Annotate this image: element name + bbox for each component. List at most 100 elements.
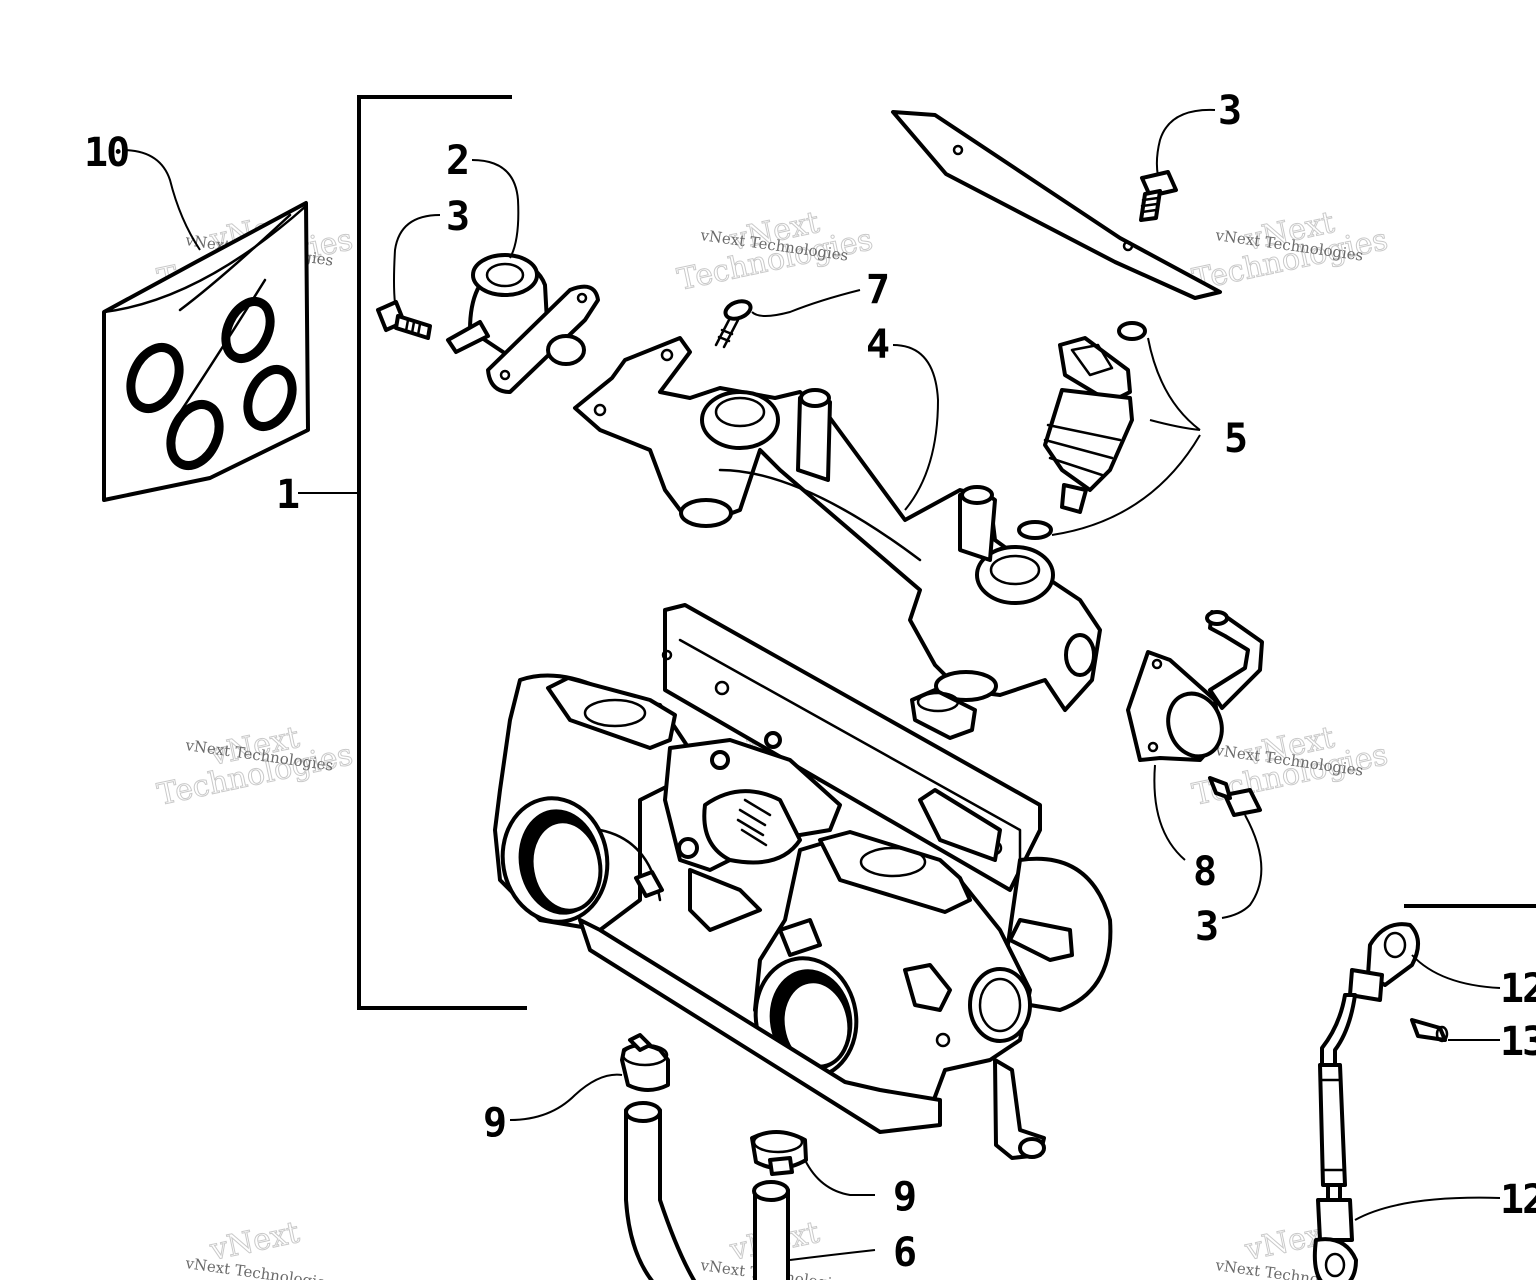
hose-right-end	[752, 1180, 790, 1202]
leader-12a	[1411, 954, 1501, 989]
sensor-part	[1126, 610, 1264, 762]
callout-9-right: 9	[893, 1174, 915, 1220]
leader-5c	[1051, 434, 1201, 536]
o-ring-4	[243, 365, 297, 431]
injector-o-ring-bottom	[1017, 520, 1053, 540]
callout-3-left: 3	[446, 194, 468, 240]
clamp-2-tab	[768, 1156, 794, 1176]
rail-mount-hole-2	[660, 348, 674, 362]
right-body-screw	[935, 1032, 951, 1048]
gasket-bag-crease	[173, 278, 267, 422]
cable-top-crimp	[1348, 968, 1384, 1002]
callout-3-right: 3	[1195, 904, 1217, 950]
cable-top-eyelet-hole	[1383, 931, 1407, 959]
hose-part	[624, 1101, 790, 1285]
ground-cable-part	[1312, 922, 1449, 1285]
fuel-rail-part	[573, 336, 1102, 712]
hose-left-end	[624, 1101, 662, 1123]
sensor-hole-1	[1151, 658, 1163, 670]
regulator-boss	[546, 334, 586, 366]
left-bore-inner	[529, 819, 603, 913]
cable-top-eyelet	[1366, 922, 1420, 987]
callout-6: 6	[893, 1230, 915, 1276]
bolt-left-part	[376, 300, 432, 340]
plate-hole-1	[952, 144, 964, 156]
o-ring-1	[126, 343, 184, 413]
right-body-tab	[778, 918, 822, 957]
cable-sleeve	[1318, 1063, 1347, 1187]
rail-port-left-inner	[714, 396, 766, 428]
callout-2: 2	[446, 138, 468, 184]
rail-outlet-left	[679, 498, 733, 528]
leader-5a	[1147, 337, 1201, 431]
rail-mount-hole-1	[593, 403, 607, 417]
throttle-body-part	[493, 603, 1113, 1160]
plate-bolt-1	[661, 649, 673, 661]
injector-o-ring-top	[1117, 321, 1147, 341]
bolt-tr-head	[1140, 170, 1178, 198]
bolt-tr-threads	[1140, 196, 1160, 214]
assembly-bracket	[357, 95, 527, 1010]
callout-8: 8	[1193, 849, 1215, 895]
leader-9a	[509, 1073, 623, 1121]
cable-upper-wire	[1320, 993, 1357, 1067]
leader-5b	[1149, 419, 1201, 431]
left-body-boss	[634, 870, 664, 898]
sensor-tube-end	[1205, 610, 1229, 626]
regulator-cap	[471, 253, 539, 297]
callout-13: 13	[1500, 1019, 1536, 1065]
sensor-hole-2	[1147, 741, 1159, 753]
regulator-port	[485, 262, 525, 288]
linkage-cam	[702, 789, 802, 865]
spacer-ring-part	[910, 688, 977, 740]
o-ring-3	[166, 400, 224, 470]
spacer-ring-top	[916, 691, 960, 713]
screw-part	[714, 299, 753, 349]
rail-post-right-top	[960, 485, 994, 505]
sensor-tube	[1208, 610, 1264, 710]
plate-bolt-2	[714, 680, 730, 696]
leader-6	[789, 1249, 876, 1261]
regulator-hole-2	[576, 292, 588, 304]
leader-10	[121, 149, 201, 251]
bolt-threads	[404, 318, 422, 337]
hose-clamp-2-part	[750, 1130, 808, 1176]
top-bracket-plate	[891, 110, 1222, 300]
bolt-r-head	[1223, 788, 1262, 817]
sensor-body	[1166, 691, 1224, 759]
throttle-base-rail	[578, 918, 942, 1134]
cable-lower-crimp	[1316, 1198, 1354, 1242]
hose-left	[624, 1103, 700, 1285]
injector-rings	[1043, 423, 1122, 477]
clamp-2-top	[752, 1130, 804, 1154]
bolt-r-shank	[1208, 776, 1232, 800]
callout-7: 7	[866, 267, 888, 313]
rear-base-tab	[1008, 918, 1074, 962]
callout-1: 1	[276, 472, 299, 518]
callout-5: 5	[1224, 416, 1246, 462]
cable-bushing-end	[1435, 1025, 1449, 1043]
linkage-spring	[736, 798, 772, 847]
leader-12b	[1354, 1196, 1501, 1221]
injector-body	[1043, 388, 1134, 492]
clamp-1-tab	[628, 1033, 652, 1052]
leader-3c	[1221, 814, 1263, 919]
rail-post-left-top	[799, 388, 831, 408]
callout-3-top-right: 3	[1218, 88, 1240, 134]
linkage-nut-bottom	[677, 837, 699, 859]
plate-hole-2	[1122, 240, 1134, 252]
rail-tube-line	[718, 468, 922, 562]
gasket-kit-part	[102, 201, 310, 502]
regulator-hole-1	[499, 369, 511, 381]
callout-12-top: 12	[1500, 966, 1536, 1012]
linkage-nut-left	[710, 750, 730, 770]
left-flange-port	[583, 698, 647, 728]
leader-7	[751, 289, 861, 317]
rail-port-left	[700, 390, 780, 450]
regulator-flange	[486, 284, 600, 394]
cable-lower-wire	[1326, 1183, 1342, 1202]
rail-outlet-right	[934, 670, 998, 702]
callout-12-bottom: 12	[1500, 1177, 1536, 1223]
